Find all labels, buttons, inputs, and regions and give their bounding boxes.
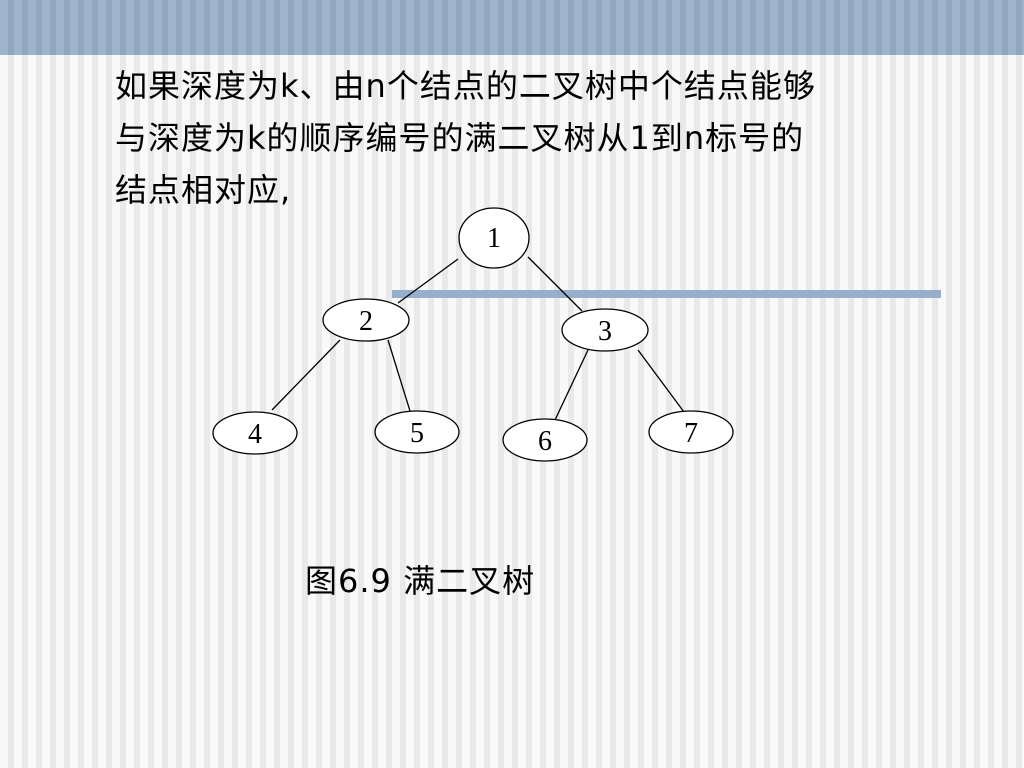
node-label-7: 7 — [684, 418, 698, 449]
node-label-3: 3 — [598, 316, 612, 347]
edge-1-2 — [397, 258, 459, 304]
tree-node-1: 1 — [458, 207, 530, 269]
slide-paragraph: 如果深度为k、由n个结点的二叉树中个结点能够 与深度为k的顺序编号的满二叉树从1… — [115, 60, 955, 216]
paragraph-line-3: 结点相对应, — [115, 171, 292, 209]
tree-edges — [271, 256, 685, 421]
tree-node-3: 3 — [561, 308, 649, 352]
node-label-5: 5 — [410, 418, 424, 449]
top-band — [0, 0, 1024, 55]
tree-node-4: 4 — [212, 411, 298, 455]
node-label-6: 6 — [538, 426, 552, 457]
tree-node-6: 6 — [502, 418, 588, 462]
paragraph-line-2: 与深度为k的顺序编号的满二叉树从1到n标号的 — [115, 119, 805, 157]
accent-divider — [392, 290, 941, 298]
edge-3-6 — [554, 349, 589, 421]
node-label-2: 2 — [359, 306, 373, 337]
tree-node-5: 5 — [374, 410, 460, 454]
tree-node-7: 7 — [648, 410, 734, 454]
tree-node-2: 2 — [322, 298, 410, 342]
edge-3-7 — [637, 349, 685, 413]
edge-2-5 — [387, 339, 411, 412]
edge-2-4 — [271, 339, 341, 411]
paragraph-line-1: 如果深度为k、由n个结点的二叉树中个结点能够 — [115, 67, 816, 105]
node-label-1: 1 — [487, 223, 501, 254]
edge-1-3 — [527, 256, 583, 312]
node-label-4: 4 — [248, 419, 262, 450]
figure-caption: 图6.9 满二叉树 — [305, 562, 536, 600]
